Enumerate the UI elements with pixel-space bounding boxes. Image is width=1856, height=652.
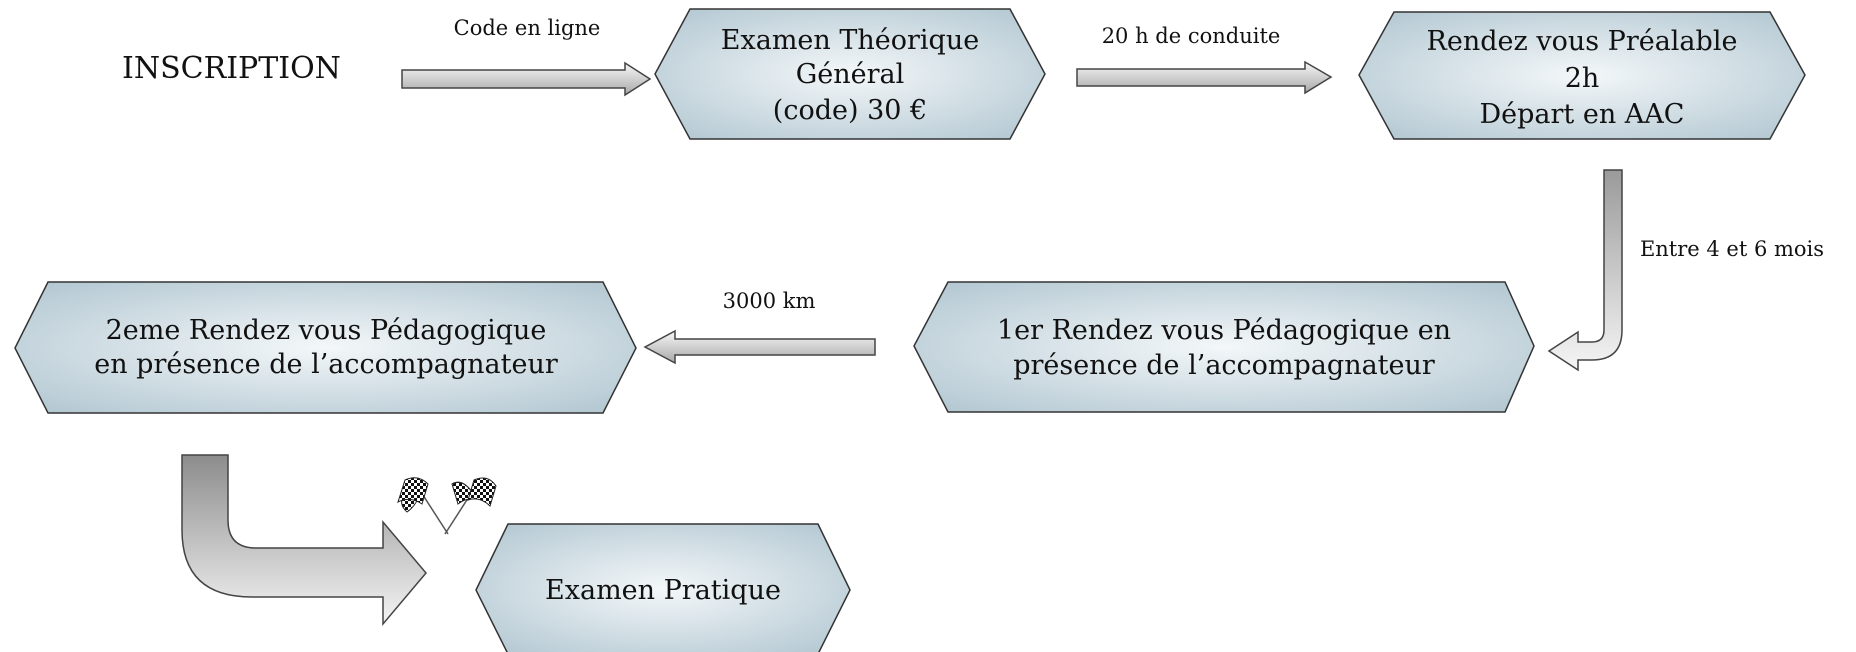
edge-label-entre-4-et-6-mois: Entre 4 et 6 mois <box>1640 237 1824 261</box>
node-1er-rdv-pedagogique: 1er Rendez vous Pédagogique en présence … <box>913 281 1535 413</box>
node-rendez-vous-prealable: Rendez vous Préalable 2h Départ en AAC <box>1358 11 1806 140</box>
node-ped2-line2: en présence de l’accompagnateur <box>94 349 558 380</box>
node-examen-theorique-line1: Examen Théorique <box>721 25 979 56</box>
node-ped1-line2: présence de l’accompagnateur <box>1013 350 1435 381</box>
edge-label-3000-km: 3000 km <box>723 289 816 313</box>
checkered-flags-icon <box>397 477 497 535</box>
node-examen-theorique-line2: Général <box>796 59 905 90</box>
arrow-inscription-to-code <box>401 61 652 97</box>
node-2eme-rdv-pedagogique: 2eme Rendez vous Pédagogique en présence… <box>14 281 637 414</box>
node-ped2-line1: 2eme Rendez vous Pédagogique <box>106 315 547 346</box>
edge-label-code-en-ligne: Code en ligne <box>454 16 601 40</box>
edge-label-20h-conduite: 20 h de conduite <box>1102 24 1281 48</box>
node-rdv-line1: Rendez vous Préalable <box>1427 26 1738 57</box>
arrow-rdv-to-ped1 <box>1547 169 1623 372</box>
node-rdv-line3: Départ en AAC <box>1480 99 1685 130</box>
arrow-ped2-to-pratique <box>181 454 427 627</box>
arrow-code-to-rdv <box>1076 60 1333 95</box>
node-pratique-line1: Examen Pratique <box>545 575 781 606</box>
node-examen-theorique: Examen Théorique Général (code) 30 € <box>654 8 1046 140</box>
node-examen-pratique: Examen Pratique <box>475 523 851 652</box>
arrow-ped1-to-ped2 <box>643 329 876 365</box>
node-examen-theorique-line3: (code) 30 € <box>773 95 927 126</box>
start-label: INSCRIPTION <box>122 51 341 86</box>
node-ped1-line1: 1er Rendez vous Pédagogique en <box>997 315 1451 346</box>
node-rdv-line2: 2h <box>1565 63 1600 94</box>
